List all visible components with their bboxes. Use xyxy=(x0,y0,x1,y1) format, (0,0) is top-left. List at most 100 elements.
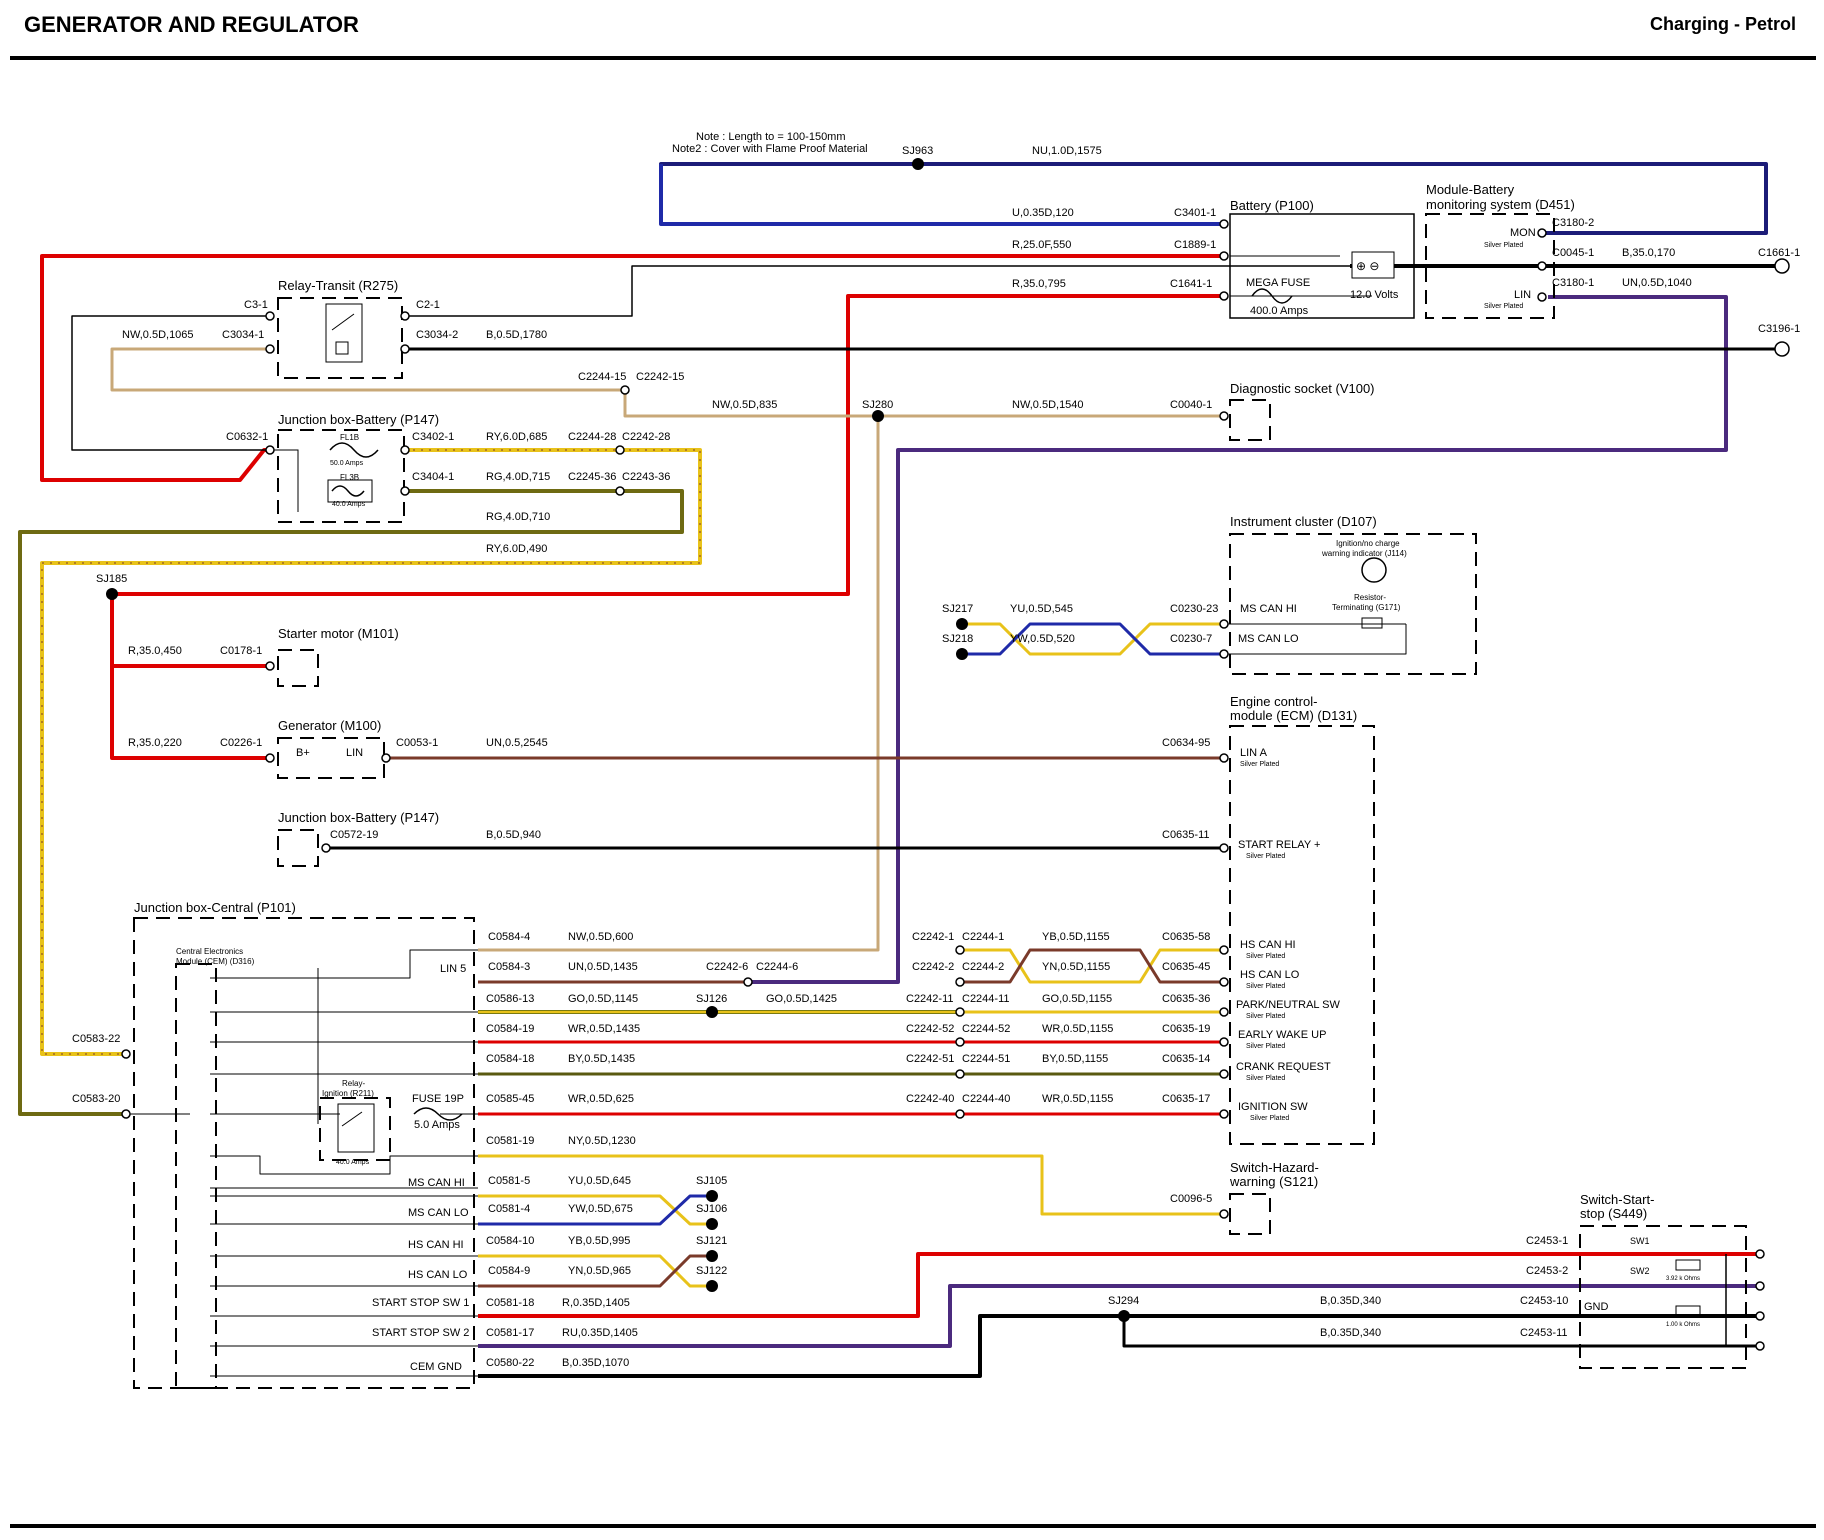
pin-c0096 xyxy=(1219,1209,1229,1219)
wire-r-1405 xyxy=(478,1252,1760,1318)
lbl-c2244-11: C2244-11 xyxy=(962,993,1010,1005)
pin-c0635-58 xyxy=(1219,945,1229,955)
pin-c2242-40 xyxy=(955,1109,965,1119)
lbl-generator: Generator (M100) xyxy=(278,718,381,733)
lbl-hs-can-lo-cem: HS CAN LO xyxy=(408,1269,468,1281)
lbl-c2453-2: C2453-2 xyxy=(1526,1265,1568,1277)
splice-sj218 xyxy=(956,648,968,660)
lbl-c0585-45: C0585-45 xyxy=(486,1093,534,1105)
splice-sj963 xyxy=(912,158,924,170)
pin-c0635-45 xyxy=(1219,977,1229,987)
pin-c1661 xyxy=(1774,258,1790,274)
lbl-b-340a: B,0.35D,340 xyxy=(1320,1295,1381,1307)
pin-c0226 xyxy=(265,753,275,763)
lbl-bms: Module-Battery xyxy=(1426,182,1515,197)
pin-c2242-51 xyxy=(955,1069,965,1079)
pin-c0635-19 xyxy=(1219,1037,1229,1047)
lbl-lin: LIN xyxy=(1514,289,1531,301)
lbl-ign-ind: Ignition/no charge xyxy=(1336,539,1400,548)
lbl-c0040: C0040-1 xyxy=(1170,399,1212,411)
lbl-res-term: Resistor- xyxy=(1354,593,1386,602)
lbl-fl3b: FL3B xyxy=(340,473,359,482)
box-hazard xyxy=(1229,1193,1271,1235)
lbl-park-silver: Silver Plated xyxy=(1246,1013,1285,1020)
lbl-nw-1065: NW,0.5D,1065 xyxy=(122,329,194,341)
battery-box xyxy=(1229,213,1415,319)
note2: Note2 : Cover with Flame Proof Material xyxy=(672,143,868,155)
lbl-c3034-1: C3034-1 xyxy=(222,329,264,341)
wire-c2-1 xyxy=(405,265,1360,317)
pin-c1889 xyxy=(1219,251,1229,261)
lbl-c1661: C1661-1 xyxy=(1758,247,1800,259)
lbl-c2242-15: C2242-15 xyxy=(636,371,684,383)
lbl-wr-1435: WR,0.5D,1435 xyxy=(568,1023,640,1035)
lbl-r-795: R,35.0,795 xyxy=(1012,278,1066,290)
pin-c3196 xyxy=(1774,341,1790,357)
lbl-c0581-5: C0581-5 xyxy=(488,1175,530,1187)
wire-r-795 xyxy=(110,294,1224,760)
pin-c2244-15 xyxy=(620,385,630,395)
pin-c0583-22 xyxy=(121,1049,131,1059)
lbl-c3404: C3404-1 xyxy=(412,471,454,483)
lbl-c2242-51: C2242-51 xyxy=(906,1053,954,1065)
lbl-relay-transit: Relay-Transit (R275) xyxy=(278,278,398,293)
pin-c0635-36 xyxy=(1219,1007,1229,1017)
relay-transit-coil xyxy=(335,341,349,355)
lbl-c2242-28: C2242-28 xyxy=(622,431,670,443)
lbl-c2244-28: C2244-28 xyxy=(568,431,616,443)
lbl-c0583-20: C0583-20 xyxy=(72,1093,120,1105)
lbl-c0635-17: C0635-17 xyxy=(1162,1093,1210,1105)
pin-c0635-17 xyxy=(1219,1109,1229,1119)
box-cem xyxy=(175,963,217,1389)
lbl-c0230-23: C0230-23 xyxy=(1170,603,1218,615)
lbl-lin-a-silver: Silver Plated xyxy=(1240,761,1279,768)
lbl-r-1405: R,0.35D,1405 xyxy=(562,1297,630,1309)
lbl-c2453-10: C2453-10 xyxy=(1520,1295,1568,1307)
splice-sj280 xyxy=(872,410,884,422)
lbl-un-1040: UN,0.5D,1040 xyxy=(1622,277,1692,289)
lbl-by-1155: BY,0.5D,1155 xyxy=(1042,1053,1108,1065)
lbl-jbox-central: Junction box-Central (P101) xyxy=(134,900,296,915)
ss-resistor1 xyxy=(1675,1259,1701,1271)
lbl-lin-a: LIN A xyxy=(1240,747,1268,759)
lbl-ny-1230: NY,0.5D,1230 xyxy=(568,1135,636,1147)
lbl-yb-995: YB,0.5D,995 xyxy=(568,1235,630,1247)
lbl-ignsw-silver: Silver Plated xyxy=(1250,1115,1289,1122)
lbl-ms-can-hi: MS CAN HI xyxy=(1240,603,1297,615)
lbl-c0045: C0045-1 xyxy=(1552,247,1594,259)
fuse-19p-symbol xyxy=(413,1107,463,1121)
lbl-sw2: SW2 xyxy=(1630,1266,1650,1276)
lbl-go-1145: GO,0.5D,1145 xyxy=(568,993,638,1005)
lbl-early: EARLY WAKE UP xyxy=(1238,1029,1326,1041)
lbl-c2242-11: C2242-11 xyxy=(906,993,954,1005)
lbl-res-term2: Terminating (G171) xyxy=(1332,603,1401,612)
lbl-yw-675: YW,0.5D,675 xyxy=(568,1203,633,1215)
wire-b-340b xyxy=(1122,1316,1760,1348)
lbl-sj185: SJ185 xyxy=(96,573,127,585)
lbl-c1889: C1889-1 xyxy=(1174,239,1216,251)
pin-c1641 xyxy=(1219,291,1229,301)
lbl-yb-1155: YB,0.5D,1155 xyxy=(1042,931,1110,943)
lbl-hazard2: warning (S121) xyxy=(1229,1174,1318,1189)
box-jbox-central xyxy=(133,917,475,1389)
box-diag xyxy=(1229,399,1271,441)
lbl-c0583-22: C0583-22 xyxy=(72,1033,120,1045)
pin-c2453-2 xyxy=(1755,1281,1765,1291)
pin-c3180-2 xyxy=(1537,228,1547,238)
pin-c2453-11 xyxy=(1755,1341,1765,1351)
pin-c0635-11 xyxy=(1219,843,1229,853)
lbl-c0581-17: C0581-17 xyxy=(486,1327,534,1339)
lbl-b-170: B,35.0,170 xyxy=(1622,247,1675,259)
pin-c0053 xyxy=(381,753,391,763)
splice-sj122 xyxy=(706,1280,718,1292)
battery-plus: ⊕ ⊖ xyxy=(1356,259,1379,273)
page-subtitle: Charging - Petrol xyxy=(1649,14,1796,34)
lbl-sj963: SJ963 xyxy=(902,145,933,157)
splices xyxy=(106,158,1130,1322)
lbl-ms-can-hi-cem: MS CAN HI xyxy=(408,1177,465,1189)
lbl-gnd: GND xyxy=(1584,1301,1609,1313)
lbl-jbox-batt2: Junction box-Battery (P147) xyxy=(278,810,439,825)
lbl-rg-715: RG,4.0D,715 xyxy=(486,471,550,483)
lbl-r-220: R,35.0,220 xyxy=(128,737,182,749)
lbl-c2244-1: C2244-1 xyxy=(962,931,1004,943)
